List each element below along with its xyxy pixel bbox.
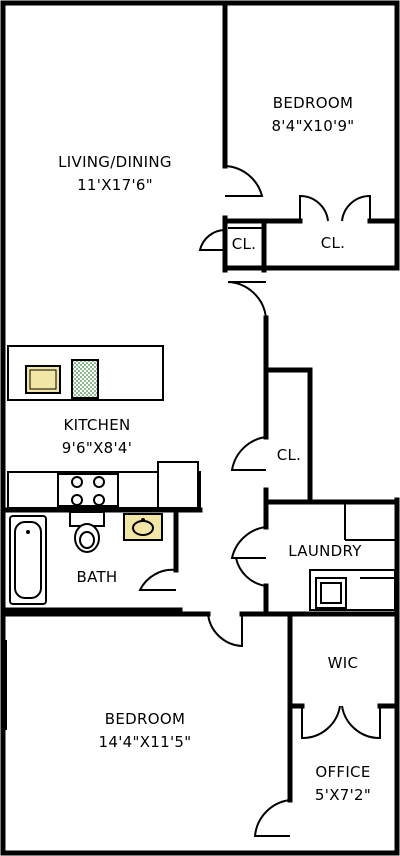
bedroom2-size: 14'4"X11'5" xyxy=(99,733,192,751)
bathtub xyxy=(9,515,47,605)
stove xyxy=(57,473,119,507)
living-dining-label: LIVING/DINING xyxy=(58,153,172,171)
kitchen-counter xyxy=(7,471,201,509)
closet2-label: CL. xyxy=(321,234,346,252)
bedroom1-size: 8'4"X10'9" xyxy=(271,117,354,135)
office-label: OFFICE xyxy=(315,763,370,781)
laundry-fixtures xyxy=(309,504,396,611)
office-size: 5'X7'2" xyxy=(315,786,371,804)
laundry-label: LAUNDRY xyxy=(288,542,362,560)
dishwasher xyxy=(71,359,99,399)
refrigerator xyxy=(157,461,199,509)
wic-label: WIC xyxy=(328,654,359,672)
kitchen-label: KITCHEN xyxy=(63,416,130,434)
door-swings xyxy=(138,165,381,837)
bath-fixtures xyxy=(9,511,163,605)
interior-walls xyxy=(0,0,400,803)
kitchen-size: 9'6"X8'4' xyxy=(62,439,132,457)
kitchen-fixtures xyxy=(7,345,201,509)
closet1-label: CL. xyxy=(232,235,257,253)
bedroom2-label: BEDROOM xyxy=(105,710,185,728)
kitchen-island xyxy=(7,345,164,401)
bath-label: BATH xyxy=(76,568,117,586)
closet3-label: CL. xyxy=(277,446,302,464)
living-dining-size: 11'X17'6" xyxy=(77,176,153,194)
laundry-counter xyxy=(309,569,396,611)
room-labels: LIVING/DINING 11'X17'6" BEDROOM 8'4"X10'… xyxy=(58,94,371,804)
bath-sink xyxy=(123,513,163,541)
bedroom1-label: BEDROOM xyxy=(273,94,353,112)
window-mark xyxy=(2,640,7,730)
